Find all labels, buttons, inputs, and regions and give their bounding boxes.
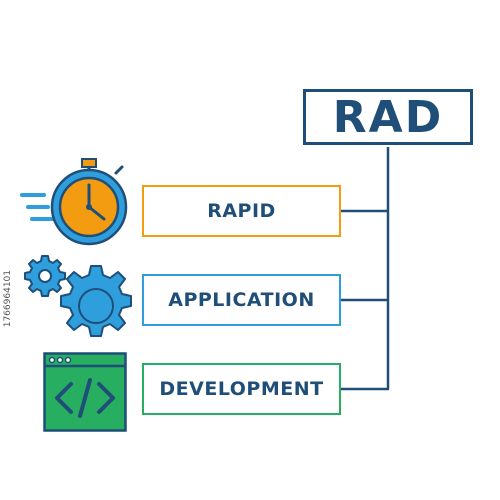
stock-id-text: 1766964101 <box>3 270 13 328</box>
code-window-icon <box>43 352 127 432</box>
term-box-application: APPLICATION <box>142 274 341 326</box>
title-text: RAD <box>332 91 444 143</box>
term-label-application: APPLICATION <box>168 289 315 311</box>
gears-icon <box>24 255 132 337</box>
stopwatch-icon <box>20 158 128 246</box>
term-label-rapid: RAPID <box>207 200 276 222</box>
term-box-development: DEVELOPMENT <box>142 363 341 415</box>
title-box: RAD <box>303 89 473 145</box>
term-box-rapid: RAPID <box>142 185 341 237</box>
term-label-development: DEVELOPMENT <box>159 378 324 400</box>
